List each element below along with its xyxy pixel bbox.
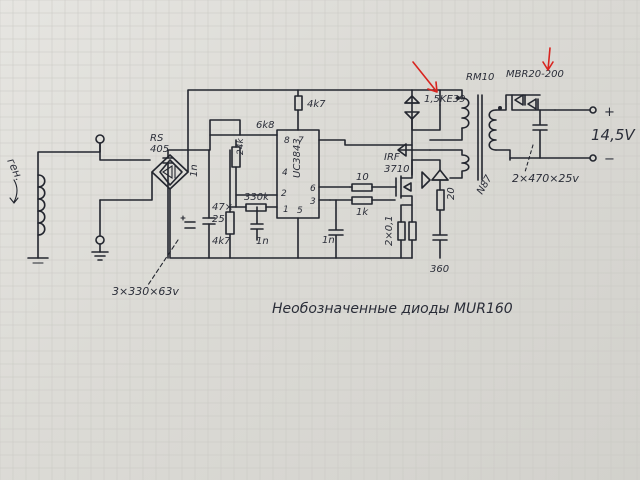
control-section — [162, 119, 413, 259]
diode-bridge — [91, 142, 189, 261]
output-section — [509, 94, 597, 173]
pin-3: 3 — [310, 197, 316, 207]
out-caps-label: 2×470×25v — [512, 172, 579, 185]
minus-label: − — [604, 152, 615, 167]
cap-1n-c-label: 1n — [322, 235, 335, 246]
snubber — [411, 159, 449, 259]
bridge-label-2: 405 — [150, 144, 169, 155]
core-top-label: RM10 — [466, 72, 494, 83]
red-annotation-arrows — [412, 47, 554, 93]
pin-6: 6 — [310, 184, 316, 194]
input-caps-pointer — [147, 239, 179, 286]
output-voltage-label: 14,5V — [591, 126, 636, 144]
pin-4: 4 — [282, 168, 288, 178]
r-24k-label: 24k — [236, 138, 246, 155]
r-4k7-top — [294, 89, 303, 131]
tvs-clamp — [397, 89, 441, 157]
mosfet-label-1: IRF — [384, 152, 400, 163]
cap-1n-a-label: 1n — [189, 164, 200, 177]
mosfet — [395, 159, 413, 206]
plus-label: + — [604, 105, 615, 120]
r-10-label: 10 — [356, 172, 369, 183]
r-20-label: 20 — [446, 187, 457, 200]
cap-360-label: 360 — [430, 264, 449, 275]
generator-label: ген. — [4, 156, 26, 183]
bridge-label-1: RS — [150, 133, 164, 144]
res-2x01-label: 2×0,1 — [384, 215, 395, 246]
r-4k7-top-label: 4k7 — [307, 99, 326, 110]
diode-footnote: Необозначенные диоды MUR160 — [272, 301, 513, 317]
ic-label: UC3843 — [292, 138, 303, 178]
pin-5: 5 — [297, 206, 303, 216]
generator-symbol — [9, 134, 105, 264]
input-caps-label: 3×330×63v — [112, 285, 179, 298]
pin-8: 8 — [284, 136, 290, 146]
r-330k-label: 330k — [244, 192, 270, 203]
rails — [169, 89, 413, 259]
pin-7: 7 — [298, 136, 304, 146]
pin-1: 1 — [283, 205, 289, 215]
current-sense — [397, 204, 417, 259]
tvs-label: 1,5KE39 — [424, 94, 466, 105]
out-diode-label: MBR20-200 — [506, 69, 564, 80]
pin-2: 2 — [281, 189, 287, 199]
cap-47-label: 47× — [212, 202, 233, 213]
r-6k8-label: 6k8 — [256, 120, 275, 131]
mosfet-label-2: 3710 — [384, 164, 409, 175]
cap-1n-b-label: 1n — [256, 236, 269, 247]
r-4k7-left-label: 4k7 — [212, 236, 231, 247]
r-1k-label: 1k — [356, 207, 369, 218]
cap-25-label: 25 — [212, 214, 225, 225]
gate-drive — [328, 183, 397, 259]
